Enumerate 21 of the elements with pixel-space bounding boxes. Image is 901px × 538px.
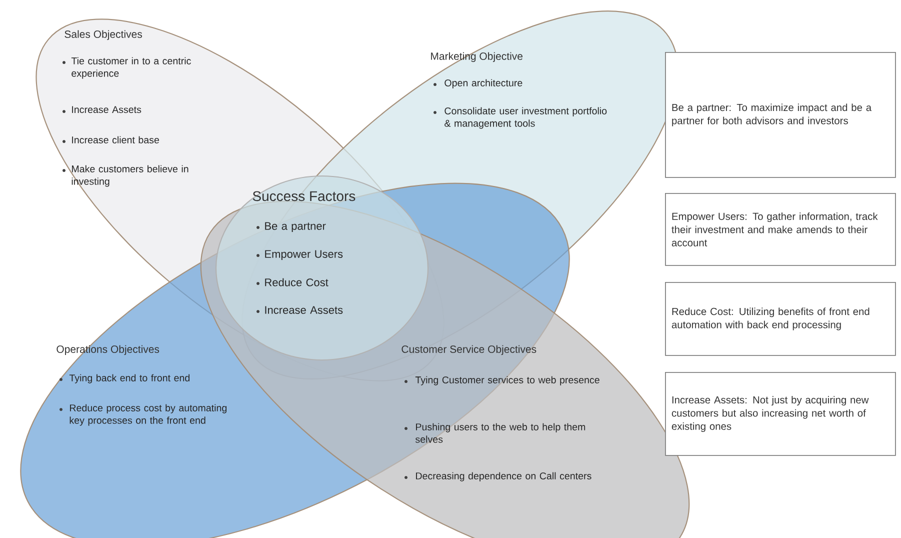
heading: Success Factors (252, 191, 356, 202)
bullet-text: Increase client base (72, 136, 159, 144)
heading: Sales Objectives (64, 30, 142, 40)
bullet-text: Open architecture (444, 79, 522, 88)
bullet-text: Empower Users (265, 250, 343, 260)
bullet-text: Tying Customer services to web presence (415, 376, 600, 386)
bullet-text: Consolidate user investment portfolio & management tools (444, 107, 607, 129)
bullet-text: Decreasing dependence on Call centers (416, 472, 592, 482)
text-box: Reduce Cost: Utilizing benefits of front end automation with back end processing (665, 282, 896, 356)
heading: Customer Service Objectives (402, 345, 536, 355)
bullet-text: Increase Assets (72, 106, 142, 114)
bullet-text: Pushing users to the web to help them selves (415, 423, 586, 443)
bullet-text: Reduce Cost (265, 278, 328, 286)
bullet-text: Be a partner (265, 222, 326, 232)
text-box: Empower Users: To gather information, track their investment and make amends to their account (665, 193, 896, 266)
bullet-text: Reduce process cost by automating key processes on the front end (70, 404, 227, 426)
bullet-text: Increase Assets (265, 306, 343, 314)
bullet-text: Tying back end to front end (69, 374, 190, 384)
bullet-text: Tie customer in to a centric experience (71, 57, 191, 79)
text-box: Increase Assets: Not just by acquiring new customers but also increasing net worth of existing ones (665, 372, 896, 456)
text-box: Be a partner: To maximize impact and be a partner for both advisors and investors (665, 52, 896, 178)
